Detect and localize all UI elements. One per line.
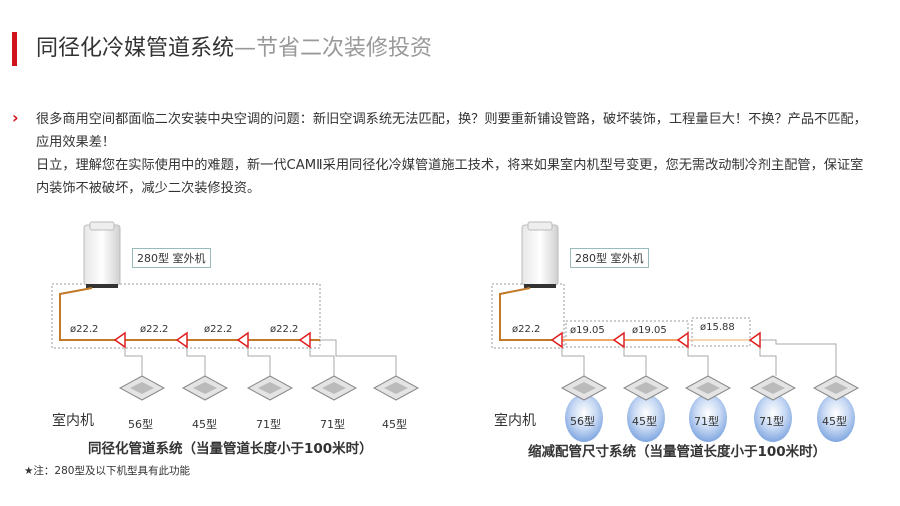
left-pipe-label-1: ø22.2 bbox=[70, 324, 99, 335]
left-drops bbox=[124, 339, 397, 376]
left-outdoor-unit bbox=[83, 221, 121, 288]
right-branch-frame-2 bbox=[691, 317, 751, 347]
left-pipe-label-3: ø22.2 bbox=[204, 324, 233, 335]
right-outdoor-unit bbox=[521, 221, 559, 288]
right-unit-label-4: 71型 bbox=[759, 415, 784, 428]
left-indoor-title: 室内机 bbox=[52, 413, 94, 429]
title-main: 同径化冷媒管道系统 bbox=[36, 36, 235, 61]
footnote: ★注：280型及以下机型具有此功能 bbox=[24, 465, 190, 477]
left-pipe-label-4: ø22.2 bbox=[270, 324, 299, 335]
left-unit-label-5: 45型 bbox=[382, 418, 407, 431]
left-valves bbox=[113, 331, 311, 349]
right-unit-label-1: 56型 bbox=[570, 415, 595, 428]
left-unit-label-4: 71型 bbox=[320, 418, 345, 431]
right-main-pipe bbox=[499, 287, 562, 341]
left-outdoor-label: 280型 室外机 bbox=[132, 248, 211, 268]
right-unit-label-3: 71型 bbox=[694, 415, 719, 428]
right-outdoor-label: 280型 室外机 bbox=[570, 248, 649, 268]
right-branch-frame-1 bbox=[565, 320, 689, 348]
left-unit-label-1: 56型 bbox=[128, 418, 153, 431]
chevron-right-icon: › bbox=[12, 108, 19, 127]
left-indoor-units bbox=[118, 375, 420, 401]
intro-para-2: 日立，理解您在实际使用中的难题，新一代CAMⅡ采用同径化冷媒管道施工技术，将来如… bbox=[36, 158, 864, 196]
title-accent-bar bbox=[12, 32, 17, 66]
right-indoor-title: 室内机 bbox=[494, 413, 536, 429]
right-unit-label-5: 45型 bbox=[822, 415, 847, 428]
right-unit-label-2: 45型 bbox=[632, 415, 657, 428]
left-outdoor-frame bbox=[51, 283, 321, 349]
left-diagram bbox=[51, 221, 420, 401]
right-drops bbox=[561, 339, 837, 376]
intro-para-1: 很多商用空间都面临二次安装中央空调的问题：新旧空调系统无法匹配，换？则要重新铺设… bbox=[36, 112, 867, 150]
right-bubbles bbox=[565, 394, 855, 442]
right-pipe-label-1: ø22.2 bbox=[512, 324, 541, 335]
left-pipe-label-2: ø22.2 bbox=[140, 324, 169, 335]
left-unit-label-3: 71型 bbox=[256, 418, 281, 431]
right-pipe-label-4: ø15.88 bbox=[700, 322, 735, 333]
right-indoor-units bbox=[560, 375, 860, 401]
left-caption: 同径化管道系统（当量管道长度小于100米时） bbox=[88, 441, 373, 457]
title-sub: —节省二次装修投资 bbox=[234, 36, 433, 61]
right-pipe-label-2: ø19.05 bbox=[570, 325, 605, 336]
right-pipe-label-3: ø19.05 bbox=[632, 325, 667, 336]
right-valves bbox=[550, 331, 761, 349]
left-unit-label-2: 45型 bbox=[192, 418, 217, 431]
right-caption: 缩减配管尺寸系统（当量管道长度小于100米时） bbox=[528, 444, 827, 460]
left-main-pipe bbox=[59, 287, 320, 341]
right-diagram bbox=[491, 221, 860, 442]
intro-text: 很多商用空间都面临二次安装中央空调的问题：新旧空调系统无法匹配，换？则要重新铺设… bbox=[36, 108, 876, 200]
page-title: 同径化冷媒管道系统—节省二次装修投资 bbox=[36, 34, 432, 64]
